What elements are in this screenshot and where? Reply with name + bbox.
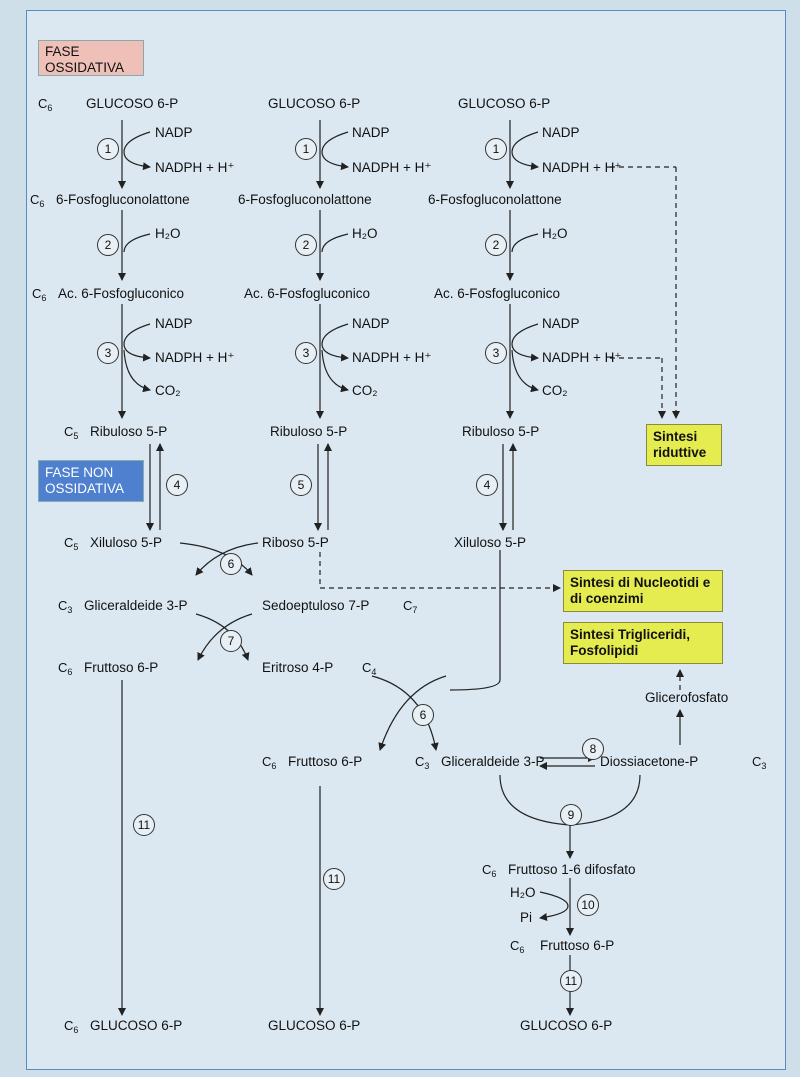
- step-number-4: 4: [476, 474, 498, 496]
- co2-col2: CO₂: [352, 383, 378, 398]
- step-number-3: 3: [97, 342, 119, 364]
- step-number-10: 10: [577, 894, 599, 916]
- gluconolactone-col2: 6-Fosfogluconolattone: [238, 192, 372, 207]
- step-number-3: 3: [485, 342, 507, 364]
- h2o-col1: H₂O: [155, 226, 181, 241]
- step-number-3: 3: [295, 342, 317, 364]
- step-number-6: 6: [220, 553, 242, 575]
- carbon-label-c6: C6: [510, 938, 525, 955]
- carbon-label-c5: C5: [64, 535, 79, 552]
- nadp-col2-step3: NADP: [352, 316, 390, 331]
- glycerophosphate: Glicerofosfato: [645, 690, 729, 705]
- reductive-synthesis-box: Sintesi riduttive: [646, 424, 722, 466]
- phosphogluconate-col2: Ac. 6-Fosfogluconico: [244, 286, 371, 301]
- carbon-label-c3: C3: [752, 754, 767, 771]
- carbon-label-c3: C3: [415, 754, 430, 771]
- ribose5p: Riboso 5-P: [262, 535, 329, 550]
- step-number-2: 2: [97, 234, 119, 256]
- diagram-frame: [26, 10, 786, 1070]
- carbon-label-c6: C6: [64, 1018, 79, 1035]
- ribulose5p-col3: Ribuloso 5-P: [462, 424, 540, 439]
- sedoheptulose7p: Sedoeptuloso 7-P: [262, 598, 370, 613]
- step-number-5: 5: [290, 474, 312, 496]
- nadph-col2-step3: NADPH + H⁺: [352, 350, 432, 365]
- nadph-col3-step3: NADPH + H⁺: [542, 350, 622, 365]
- nadph-col2: NADPH + H⁺: [352, 160, 432, 175]
- xylulose5p-col1: Xiluloso 5-P: [90, 535, 163, 550]
- nadph-col3: NADPH + H⁺: [542, 160, 622, 175]
- pi-step10: Pi: [520, 910, 533, 925]
- carbon-label-c6: C6: [58, 660, 73, 677]
- glucose6p-col2: GLUCOSO 6-P: [268, 96, 361, 111]
- step-number-2: 2: [485, 234, 507, 256]
- nadp-col2: NADP: [352, 125, 390, 140]
- co2-col3: CO₂: [542, 383, 568, 398]
- fructose6p-final: Fruttoso 6-P: [540, 938, 615, 953]
- fructose6p-lower: Fruttoso 6-P: [288, 754, 363, 769]
- step-number-8: 8: [582, 738, 604, 760]
- step-number-11: 11: [133, 814, 155, 836]
- xylulose5p-col3: Xiluloso 5-P: [454, 535, 527, 550]
- step-number-4: 4: [166, 474, 188, 496]
- carbon-label-c6: C6: [482, 862, 497, 879]
- step-number-9: 9: [560, 804, 582, 826]
- carbon-label-c7: C7: [403, 598, 418, 615]
- carbon-label-c3: C3: [58, 598, 73, 615]
- glucose6p-col1: GLUCOSO 6-P: [86, 96, 179, 111]
- co2-col1: CO₂: [155, 383, 181, 398]
- nadp-col1: NADP: [155, 125, 193, 140]
- glyceraldehyde3p-lower: Gliceraldeide 3-P: [441, 754, 545, 769]
- carbon-label-c6: C6: [32, 286, 47, 303]
- carbon-label-c5: C5: [64, 424, 79, 441]
- step-number-1: 1: [97, 138, 119, 160]
- nadp-col1-step3: NADP: [155, 316, 193, 331]
- phosphogluconate-col1: Ac. 6-Fosfogluconico: [58, 286, 185, 301]
- nadph-col1: NADPH + H⁺: [155, 160, 235, 175]
- h2o-col3: H₂O: [542, 226, 568, 241]
- carbon-label-c6: C6: [262, 754, 277, 771]
- non-oxidative-phase-label: FASE NON OSSIDATIVA: [38, 460, 144, 502]
- nadp-col3-step3: NADP: [542, 316, 580, 331]
- glucose6p-final-col2: GLUCOSO 6-P: [268, 1018, 361, 1033]
- erythrose4p: Eritroso 4-P: [262, 660, 334, 675]
- glucose6p-final-col3: GLUCOSO 6-P: [520, 1018, 613, 1033]
- carbon-label-c4: C4: [362, 660, 377, 677]
- step-number-1: 1: [485, 138, 507, 160]
- ribulose5p-col1: Ribuloso 5-P: [90, 424, 168, 439]
- phosphogluconate-col3: Ac. 6-Fosfogluconico: [434, 286, 561, 301]
- h2o-step10: H₂O: [510, 885, 536, 900]
- ribulose5p-col2: Ribuloso 5-P: [270, 424, 348, 439]
- gluconolactone-col1: 6-Fosfogluconolattone: [56, 192, 190, 207]
- nucleotide-synthesis-box: Sintesi di Nucleotidi e di coenzimi: [563, 570, 723, 612]
- dihydroxyacetonep: Diossiacetone-P: [600, 754, 699, 769]
- carbon-label-c6: C6: [30, 192, 45, 209]
- carbon-label-c6: C6: [38, 96, 53, 113]
- nadp-col3: NADP: [542, 125, 580, 140]
- glucose6p-final-col1: GLUCOSO 6-P: [90, 1018, 183, 1033]
- nadph-col1-step3: NADPH + H⁺: [155, 350, 235, 365]
- oxidative-phase-label: FASE OSSIDATIVA: [38, 40, 144, 76]
- step-number-1: 1: [295, 138, 317, 160]
- step-number-11: 11: [560, 970, 582, 992]
- h2o-col2: H₂O: [352, 226, 378, 241]
- step-number-7: 7: [220, 630, 242, 652]
- glucose6p-col3: GLUCOSO 6-P: [458, 96, 551, 111]
- fructose6p-upper: Fruttoso 6-P: [84, 660, 159, 675]
- step-number-2: 2: [295, 234, 317, 256]
- step-number-6: 6: [412, 704, 434, 726]
- fructose16bp: Fruttoso 1-6 difosfato: [508, 862, 636, 877]
- triglyceride-synthesis-box: Sintesi Trigliceridi, Fosfolipidi: [563, 622, 723, 664]
- step-number-11: 11: [323, 868, 345, 890]
- gluconolactone-col3: 6-Fosfogluconolattone: [428, 192, 562, 207]
- glyceraldehyde3p-upper: Gliceraldeide 3-P: [84, 598, 188, 613]
